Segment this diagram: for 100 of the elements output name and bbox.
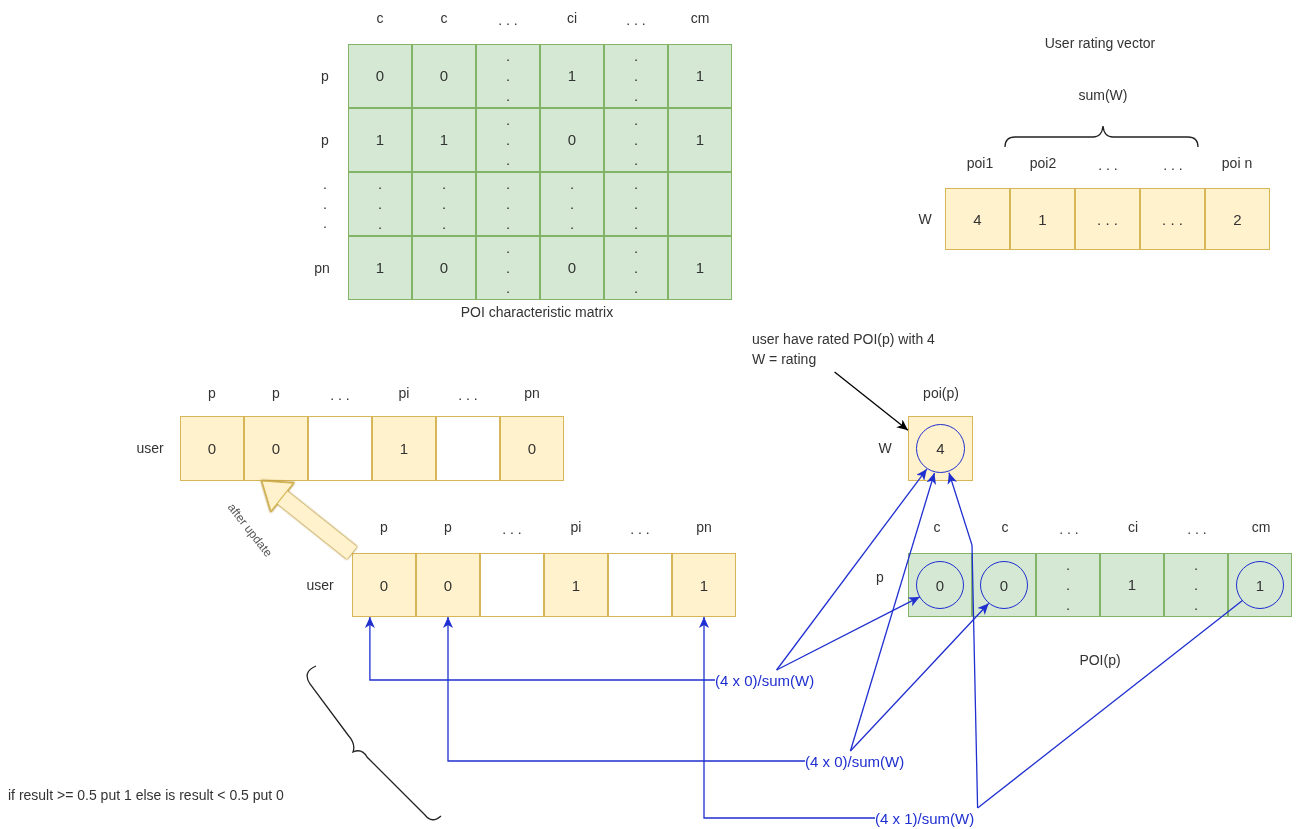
axis-label: . . . bbox=[502, 521, 522, 537]
vector-cell bbox=[544, 553, 608, 617]
axis-label: . . . bbox=[1163, 157, 1183, 173]
vector-cell bbox=[672, 553, 736, 617]
arrow bbox=[947, 472, 979, 809]
axis-label: ci bbox=[1127, 519, 1139, 535]
axis-label: poi2 bbox=[1029, 155, 1057, 171]
cell-value: 1 bbox=[375, 257, 385, 278]
axis-label: W bbox=[918, 211, 932, 227]
cell-value: 0 bbox=[999, 576, 1009, 594]
matrix-cell bbox=[540, 44, 604, 108]
matrix-cell bbox=[604, 172, 668, 236]
arrow bbox=[443, 616, 806, 762]
cell-value: 1 bbox=[1038, 210, 1047, 228]
cell-value: 1 bbox=[375, 129, 385, 150]
cell-value: 1 bbox=[399, 440, 409, 457]
vector-cell bbox=[1205, 188, 1270, 250]
vector-cell bbox=[436, 416, 500, 481]
formula-text: (4 x 1)/sum(W) bbox=[875, 808, 983, 828]
axis-label: . . . bbox=[458, 387, 478, 403]
cell-value: . . . bbox=[632, 45, 640, 107]
axis-label: c bbox=[440, 10, 448, 26]
axis-label: W bbox=[878, 440, 892, 456]
cell-value: 1 bbox=[1255, 576, 1265, 594]
matrix-cell bbox=[604, 236, 668, 300]
axis-label: . . . bbox=[1059, 521, 1079, 537]
axis-label: pi bbox=[398, 385, 410, 401]
cell-value: 1 bbox=[439, 129, 449, 150]
matrix-cell bbox=[348, 44, 412, 108]
cell-value: . . . bbox=[632, 109, 640, 171]
vector-cell bbox=[908, 416, 973, 481]
cell-value: 1 bbox=[1127, 574, 1137, 595]
vector-cell bbox=[608, 553, 672, 617]
matrix-cell bbox=[1036, 553, 1100, 617]
axis-label: pn bbox=[314, 260, 330, 276]
axis-label: user bbox=[136, 440, 164, 456]
cell-value: . . . bbox=[568, 173, 576, 235]
matrix-cell bbox=[412, 172, 476, 236]
axis-label: p bbox=[444, 519, 452, 535]
matrix-cell bbox=[972, 553, 1036, 617]
cell-value: 0 bbox=[443, 576, 453, 594]
cell-value: 0 bbox=[207, 440, 217, 457]
axis-label: p bbox=[208, 385, 216, 401]
matrix-cell bbox=[476, 172, 540, 236]
cell-value: 4 bbox=[973, 210, 982, 228]
matrix-cell bbox=[908, 553, 972, 617]
axis-label: if result >= 0.5 put 1 else is result < 0.5 put 0 bbox=[8, 787, 284, 803]
cell-value: . . . bbox=[504, 109, 512, 171]
cell-value: . . . bbox=[1097, 210, 1118, 228]
arrow bbox=[775, 596, 921, 671]
axis-label: c bbox=[933, 519, 941, 535]
matrix-cell bbox=[604, 44, 668, 108]
matrix-cell bbox=[476, 108, 540, 172]
axis-label: poi n bbox=[1221, 155, 1253, 171]
cell-value: 0 bbox=[935, 576, 945, 594]
vector-cell bbox=[500, 416, 564, 481]
axis-label: sum(W) bbox=[1078, 87, 1128, 103]
matrix-cell bbox=[668, 44, 732, 108]
axis-label: . . . bbox=[1098, 157, 1118, 173]
axis-label: pn bbox=[524, 385, 540, 401]
cell-value: 0 bbox=[527, 440, 537, 457]
cell-value: 0 bbox=[439, 65, 449, 86]
vector-cell bbox=[1140, 188, 1205, 250]
axis-label: c bbox=[376, 10, 384, 26]
axis-label: poi1 bbox=[966, 155, 994, 171]
axis-label: c bbox=[1001, 519, 1009, 535]
cell-value: 0 bbox=[379, 576, 389, 594]
matrix-cell bbox=[540, 236, 604, 300]
vector-cell bbox=[352, 553, 416, 617]
axis-label: poi(p) bbox=[923, 385, 959, 401]
matrix-cell bbox=[348, 236, 412, 300]
cell-value: . . . bbox=[504, 237, 512, 299]
axis-label: . . . bbox=[330, 387, 350, 403]
matrix-cell bbox=[604, 108, 668, 172]
axis-label: . . . bbox=[626, 12, 646, 28]
matrix-cell bbox=[668, 236, 732, 300]
axis-label: . . . bbox=[498, 12, 518, 28]
matrix-cell bbox=[1100, 553, 1164, 617]
cell-value: . . . bbox=[504, 173, 512, 235]
axis-label: User rating vector bbox=[1044, 35, 1156, 51]
axis-label: p bbox=[272, 385, 280, 401]
arrow bbox=[699, 616, 876, 819]
annotation-text: user have rated POI(p) with 4 W = rating bbox=[752, 330, 944, 372]
vector-cell bbox=[180, 416, 244, 481]
matrix-cell bbox=[412, 44, 476, 108]
arrow bbox=[849, 602, 990, 752]
matrix-cell bbox=[476, 44, 540, 108]
arrow bbox=[775, 468, 928, 671]
vector-cell bbox=[1010, 188, 1075, 250]
cell-value: 1 bbox=[695, 65, 705, 86]
axis-label: user bbox=[306, 577, 334, 593]
cell-value: 2 bbox=[1233, 210, 1242, 228]
matrix-cell bbox=[412, 236, 476, 300]
cell-value: 0 bbox=[439, 257, 449, 278]
cell-value: 1 bbox=[567, 65, 577, 86]
axis-label: . . . bbox=[630, 521, 650, 537]
cell-value: . . . bbox=[376, 173, 384, 235]
arrow bbox=[364, 616, 716, 681]
axis-label: POI(p) bbox=[1079, 652, 1121, 668]
formula-text: (4 x 0)/sum(W) bbox=[715, 670, 823, 690]
